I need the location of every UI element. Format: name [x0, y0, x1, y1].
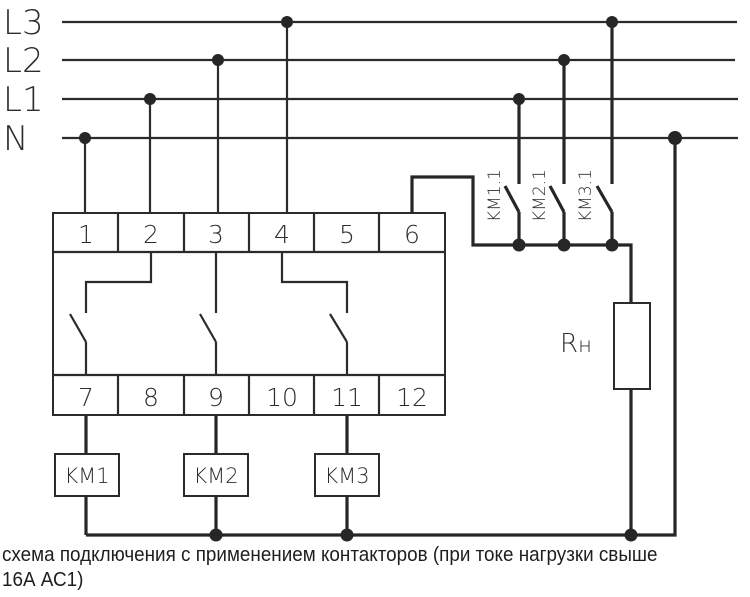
coil-label-km1: KM1	[64, 464, 109, 488]
junction-l1	[144, 93, 156, 105]
junction-n-right	[668, 131, 682, 145]
junction-l3-right	[606, 16, 618, 28]
junction-l2	[212, 54, 224, 66]
internal-contact-2	[199, 252, 218, 375]
terminal-9: 9	[208, 383, 224, 412]
neutral-return-bus	[86, 138, 677, 537]
contact-km1-1	[503, 99, 521, 245]
contact-label-km1-1: KM1.1	[485, 169, 505, 222]
contact-label-km3-1: KM3.1	[576, 169, 596, 222]
junction-contact-km1	[512, 238, 526, 252]
coil-km3	[314, 453, 380, 497]
load-resistor	[613, 302, 651, 390]
terminal-1: 1	[78, 220, 94, 249]
terminal-dividers	[116, 213, 381, 415]
contact-km3-1	[595, 22, 614, 245]
terminal-2: 2	[143, 220, 159, 249]
terminal-12: 12	[396, 383, 428, 412]
internal-contact-1	[69, 252, 153, 375]
load-label-main: R	[560, 329, 578, 359]
internal-contact-3	[280, 252, 349, 375]
terminal-3: 3	[208, 220, 224, 249]
terminal-5: 5	[339, 220, 355, 249]
junction-bottom-km3	[340, 528, 354, 542]
terminal-4: 4	[274, 220, 290, 249]
bus-label-l1: L1	[3, 80, 44, 120]
diagram-caption: схема подключения с применением контакто…	[2, 543, 658, 591]
junction-n	[79, 132, 91, 144]
terminal-10: 10	[266, 383, 298, 412]
junction-contact-km2	[557, 238, 571, 252]
terminal-8: 8	[143, 383, 159, 412]
junction-l1-right	[513, 93, 525, 105]
terminal-11: 11	[331, 383, 363, 412]
coil-label-km2: KM2	[193, 464, 238, 488]
contact-km2-1	[548, 60, 566, 245]
junction-bottom-km2	[209, 528, 223, 542]
contact-label-km2-1: KM2.1	[530, 169, 550, 222]
bus-label-l2: L2	[3, 41, 44, 81]
bus-label-n: N	[3, 119, 28, 159]
load-label-sub: н	[578, 333, 592, 357]
bus-label-l3: L3	[3, 3, 44, 43]
junction-l2-right	[558, 54, 570, 66]
load-label: Rн	[560, 329, 592, 359]
coil-label-km3: KM3	[324, 464, 369, 488]
terminal-7: 7	[78, 383, 94, 412]
terminal-6: 6	[404, 220, 420, 249]
junction-contact-km3	[605, 238, 619, 252]
wire-t6-to-contacts	[410, 175, 633, 302]
coil-km1	[54, 453, 120, 497]
junction-l3	[281, 16, 293, 28]
